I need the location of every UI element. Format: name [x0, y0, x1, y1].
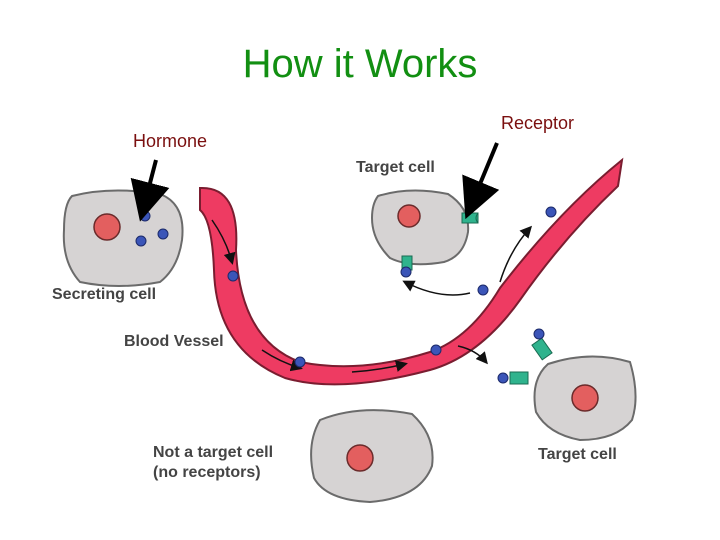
hormone-molecule — [227, 270, 239, 282]
target-cell-top-nucleus — [397, 204, 421, 228]
flow-arrow-3 — [351, 360, 408, 373]
binding-arrow-top — [402, 280, 471, 296]
binding-arrow-right — [457, 345, 488, 365]
receptor — [461, 212, 479, 224]
hormone-molecule — [430, 344, 442, 356]
hormone-molecule — [533, 328, 545, 340]
receptor — [531, 337, 553, 361]
blood-vessel — [199, 157, 624, 386]
hormone-molecule — [139, 210, 151, 222]
non-target-cell-nucleus — [346, 444, 374, 472]
hormone-molecule — [157, 228, 169, 240]
hormone-callout-label: Hormone — [133, 131, 208, 151]
blood-vessel-label: Blood Vessel — [124, 333, 224, 350]
hormone-molecule — [545, 206, 557, 218]
target-cell-right-label: Target cell — [538, 446, 617, 463]
flow-arrow-4 — [499, 225, 533, 283]
hormone-molecule — [135, 235, 147, 247]
hormone-molecule — [477, 284, 489, 296]
secreting-cell-label: Secreting cell — [52, 286, 156, 303]
non-target-label-line2: (no receptors) — [153, 464, 261, 481]
hormone-molecule — [497, 372, 509, 384]
hormone-callout-arrow — [130, 159, 170, 222]
target-cell-top — [370, 189, 470, 266]
flow-arrow-2 — [261, 349, 303, 372]
receptor-callout-label: Receptor — [501, 113, 575, 133]
receptor — [509, 371, 529, 385]
secreting-cell-nucleus — [93, 213, 121, 241]
flow-arrow-1 — [211, 219, 236, 265]
slide-title: How it Works — [242, 42, 478, 86]
receptor-callout-arrow — [462, 142, 500, 220]
hormone-molecule — [400, 266, 412, 278]
target-cell-top-label: Target cell — [356, 159, 435, 176]
target-cell-right-nucleus — [571, 384, 599, 412]
non-target-label-line1: Not a target cell — [153, 444, 273, 461]
hormone-molecule — [294, 356, 306, 368]
